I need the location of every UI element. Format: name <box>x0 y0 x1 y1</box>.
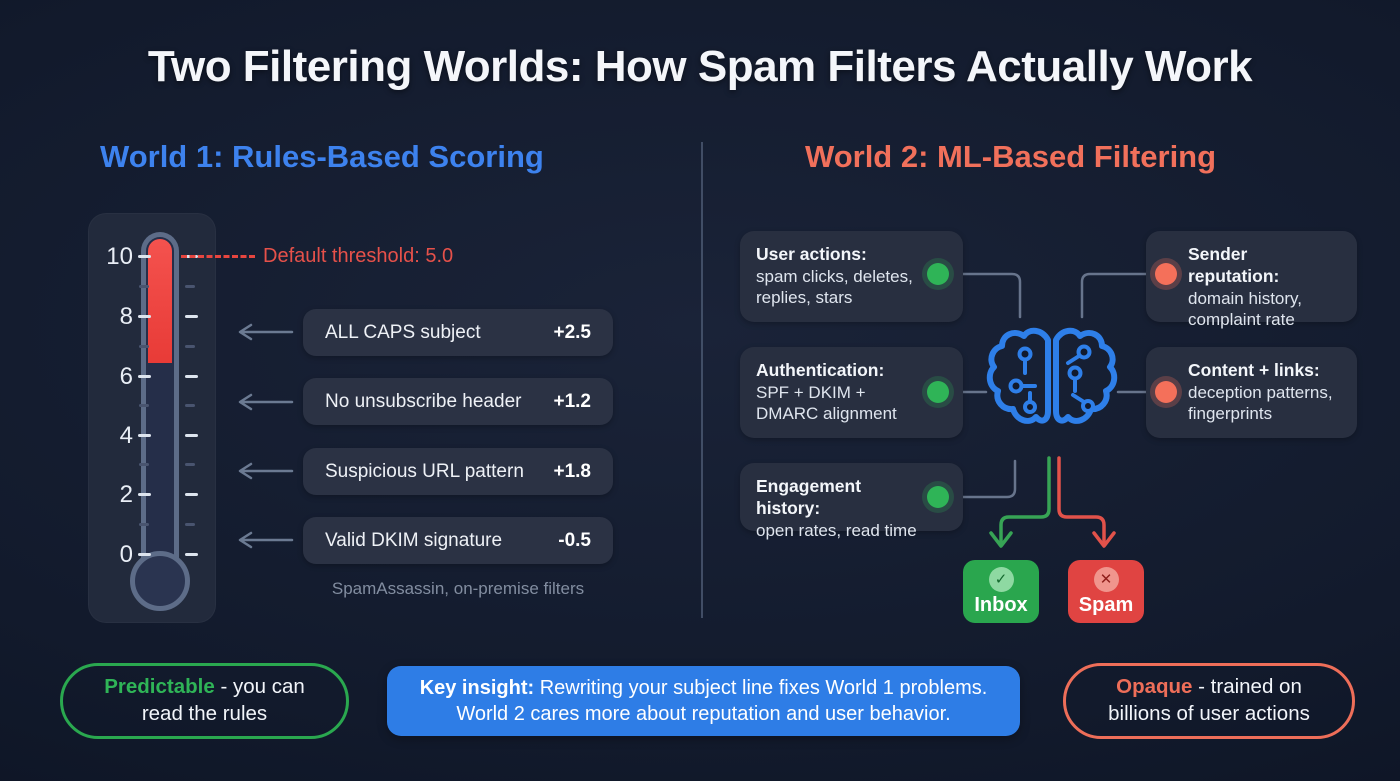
x-icon: ✕ <box>1093 566 1119 592</box>
card-title: Sender reputation: <box>1188 244 1280 286</box>
minor-tick <box>139 463 149 466</box>
card-title: Content + links: <box>1188 360 1320 380</box>
scale-label-10: 10 <box>106 243 133 270</box>
major-tick <box>138 375 151 378</box>
major-tick <box>138 255 151 258</box>
threshold-dashed-line <box>181 255 255 258</box>
orange-signal-dot-icon <box>1155 381 1177 403</box>
card-body: domain history, complaint rate <box>1188 288 1303 329</box>
card-engagement-history: Engagement history: open rates, read tim… <box>740 463 963 540</box>
major-tick <box>138 315 151 318</box>
callout-highlight: Opaque <box>1116 675 1193 699</box>
rule-label: Suspicious URL pattern <box>325 460 524 482</box>
page-title: Two Filtering Worlds: How Spam Filters A… <box>147 42 1253 91</box>
major-tick <box>185 553 198 556</box>
rule-score: +1.8 <box>553 460 591 482</box>
callout-highlight: Key insight: <box>419 676 535 699</box>
world1-heading: World 1: Rules-Based Scoring <box>100 139 544 174</box>
callout-rest: Rewriting your subject line fixes World … <box>456 676 988 725</box>
card-sender-reputation: Sender reputation: domain history, compl… <box>1146 231 1357 329</box>
rule-card-all-caps: ALL CAPS subject +2.5 <box>303 309 613 356</box>
minor-tick <box>139 345 149 348</box>
rule-label: Valid DKIM signature <box>325 529 503 551</box>
key-insight-callout: Key insight: Rewriting your subject line… <box>387 666 1020 736</box>
orange-signal-dot-icon <box>1155 263 1177 285</box>
card-authentication: Authentication: SPF + DKIM + DMARC align… <box>740 347 963 438</box>
card-content-links: Content + links: deception patterns, fin… <box>1146 347 1357 438</box>
scale-label-6: 6 <box>119 363 133 390</box>
callout-text: Opaque - trained on billions of user act… <box>1094 674 1324 727</box>
opaque-callout: Opaque - trained on billions of user act… <box>1063 663 1355 739</box>
rule-card-suspicious-url: Suspicious URL pattern +1.8 <box>303 448 613 495</box>
rule-score: +2.5 <box>553 321 591 343</box>
inbox-arrow <box>989 456 1051 548</box>
major-tick <box>185 375 198 378</box>
minor-tick <box>139 285 149 288</box>
card-body: deception patterns, fingerprints <box>1188 382 1333 423</box>
predictable-callout: Predictable - you can read the rules <box>60 663 349 739</box>
thermometer-tube <box>141 232 179 568</box>
spam-output: ✕ Spam <box>1068 560 1144 623</box>
scale-label-0: 0 <box>119 541 133 568</box>
ml-brain-icon <box>986 327 1118 424</box>
rule-card-no-unsubscribe: No unsubscribe header +1.2 <box>303 378 613 425</box>
card-user-actions: User actions: spam clicks, deletes, repl… <box>740 231 963 322</box>
card-body: spam clicks, deletes, replies, stars <box>756 266 913 307</box>
rule-label: ALL CAPS subject <box>325 321 481 343</box>
scale-label-2: 2 <box>119 481 133 508</box>
minor-tick <box>185 523 195 526</box>
card-body: open rates, read time <box>756 520 917 540</box>
card-title: User actions: <box>756 244 867 264</box>
card-title: Engagement history: <box>756 476 862 518</box>
rule-label: No unsubscribe header <box>325 390 522 412</box>
minor-tick <box>185 345 195 348</box>
arrow-left-icon <box>238 462 294 480</box>
card-title: Authentication: <box>756 360 885 380</box>
minor-tick <box>139 404 149 407</box>
thermometer: 10 8 6 4 2 0 <box>88 213 216 623</box>
card-body: SPF + DKIM + DMARC alignment <box>756 382 897 423</box>
minor-tick <box>185 404 195 407</box>
world1-caption: SpamAssassin, on-premise filters <box>331 579 585 598</box>
spam-label: Spam <box>1078 593 1134 616</box>
green-signal-dot-icon <box>927 263 949 285</box>
spam-arrow <box>1057 456 1116 548</box>
major-tick <box>138 553 151 556</box>
major-tick <box>185 434 198 437</box>
thermometer-bulb <box>130 551 190 611</box>
major-tick <box>138 493 151 496</box>
major-tick <box>138 434 151 437</box>
callout-rest: - trained on billions of user actions <box>1108 675 1310 725</box>
green-signal-dot-icon <box>927 486 949 508</box>
minor-tick <box>185 463 195 466</box>
check-icon: ✓ <box>988 566 1014 592</box>
major-tick <box>185 315 198 318</box>
callout-highlight: Predictable <box>104 675 215 699</box>
callout-text: Predictable - you can read the rules <box>91 674 318 727</box>
arrow-left-icon <box>238 393 294 411</box>
scale-label-4: 4 <box>119 422 133 449</box>
world2-heading: World 2: ML-Based Filtering <box>805 139 1217 174</box>
callout-rest: - you can read the rules <box>141 675 305 725</box>
major-tick <box>185 493 198 496</box>
inbox-output: ✓ Inbox <box>963 560 1039 623</box>
rule-card-valid-dkim: Valid DKIM signature -0.5 <box>303 517 613 564</box>
arrow-left-icon <box>238 323 294 341</box>
green-signal-dot-icon <box>927 381 949 403</box>
rule-score: -0.5 <box>558 529 591 551</box>
arrow-left-icon <box>238 531 294 549</box>
scale-label-8: 8 <box>119 303 133 330</box>
inbox-label: Inbox <box>974 593 1028 616</box>
threshold-label: Default threshold: 5.0 <box>263 245 454 267</box>
callout-text: Key insight: Rewriting your subject line… <box>411 675 996 728</box>
rule-score: +1.2 <box>553 390 591 412</box>
thermometer-mercury <box>148 239 172 363</box>
minor-tick <box>139 523 149 526</box>
section-divider <box>701 142 703 618</box>
minor-tick <box>185 285 195 288</box>
